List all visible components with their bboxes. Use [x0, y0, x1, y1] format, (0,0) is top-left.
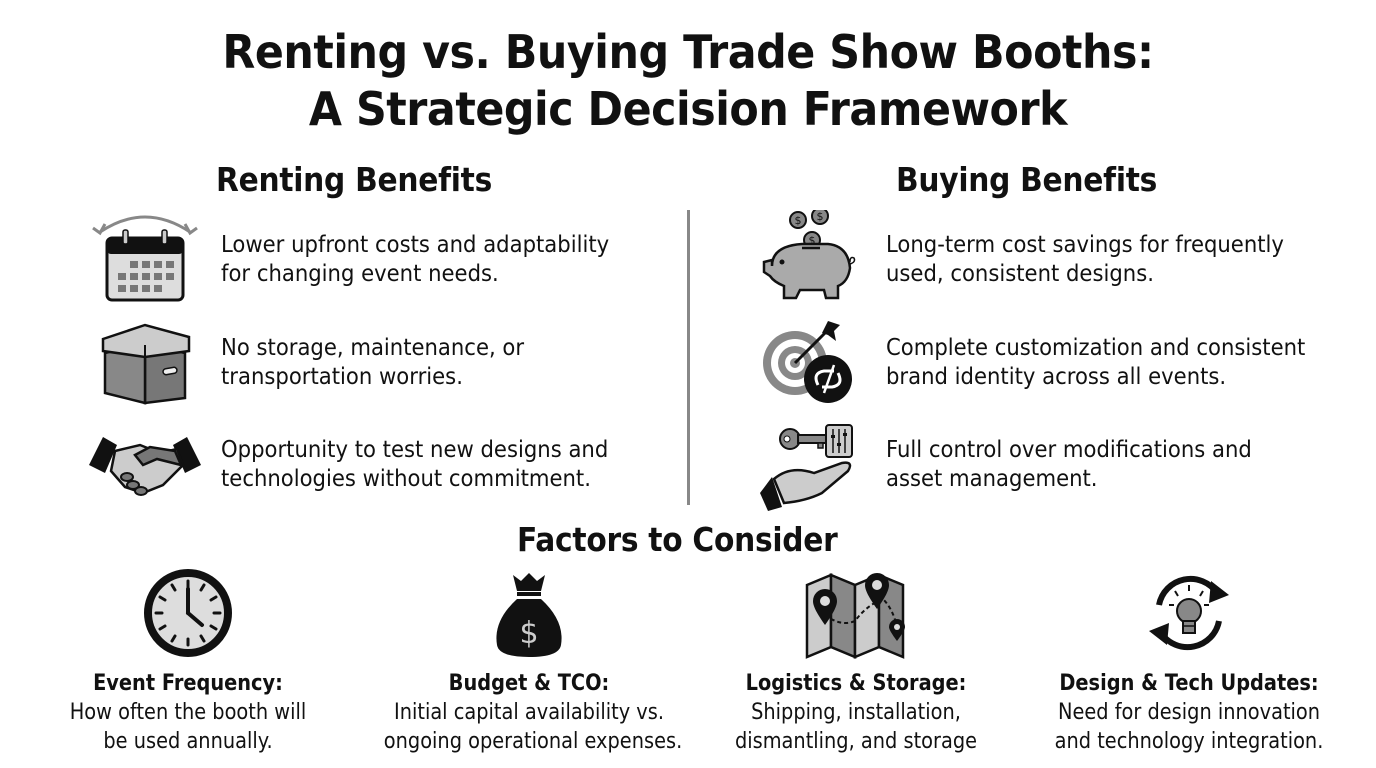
- svg-text:$: $: [817, 210, 824, 223]
- key-control-hand-icon: [750, 415, 870, 515]
- buying-item: $ $ $ Long-term cost savings for frequen…: [750, 210, 1319, 310]
- target-brand-icon: [750, 313, 870, 413]
- renting-item: No storage, maintenance, or transportati…: [85, 313, 550, 413]
- calendar-flexible-icon: [85, 210, 205, 310]
- buying-item: Full control over modifications and asse…: [750, 415, 1284, 515]
- piggy-bank-icon: $ $ $: [750, 210, 870, 310]
- lightbulb-refresh-icon: [1024, 565, 1354, 661]
- buying-item: Complete customization and consistent br…: [750, 313, 1342, 413]
- renting-item: Opportunity to test new designs and tech…: [85, 415, 642, 515]
- title-line-1: Renting vs. Buying Trade Show Booths:: [222, 25, 1154, 79]
- factor-item: Event Frequency: How often the booth wil…: [23, 565, 353, 756]
- svg-text:$: $: [519, 616, 538, 651]
- money-bag-icon: $: [364, 565, 694, 661]
- renting-item-text: Lower upfront costs and adaptability for…: [221, 232, 610, 287]
- factor-item: Logistics & Storage: Shipping, installat…: [691, 565, 1021, 756]
- renting-item-text: No storage, maintenance, or transportati…: [221, 335, 525, 390]
- column-divider: [687, 210, 690, 505]
- svg-text:$: $: [809, 234, 816, 247]
- buying-heading: Buying Benefits: [896, 160, 1158, 199]
- svg-text:$: $: [795, 214, 802, 227]
- buying-item-text: Complete customization and consistent br…: [886, 335, 1306, 390]
- renting-heading: Renting Benefits: [216, 160, 493, 199]
- renting-item-text: Opportunity to test new designs and tech…: [221, 437, 609, 492]
- handshake-icon: [85, 415, 205, 515]
- factors-heading: Factors to Consider: [517, 520, 838, 559]
- map-route-icon: [691, 565, 1021, 661]
- buying-item-text: Full control over modifications and asse…: [886, 437, 1252, 492]
- clock-icon: [23, 565, 353, 661]
- factor-item: Design & Tech Updates: Need for design i…: [1024, 565, 1354, 756]
- page-title: Renting vs. Buying Trade Show Booths: A …: [48, 24, 1328, 138]
- buying-item-text: Long-term cost savings for frequently us…: [886, 232, 1284, 287]
- title-line-2: A Strategic Decision Framework: [308, 82, 1068, 136]
- factor-item: $ Budget & TCO: Initial capital availabi…: [364, 565, 694, 756]
- renting-item: Lower upfront costs and adaptability for…: [85, 210, 643, 310]
- storage-box-icon: [85, 313, 205, 413]
